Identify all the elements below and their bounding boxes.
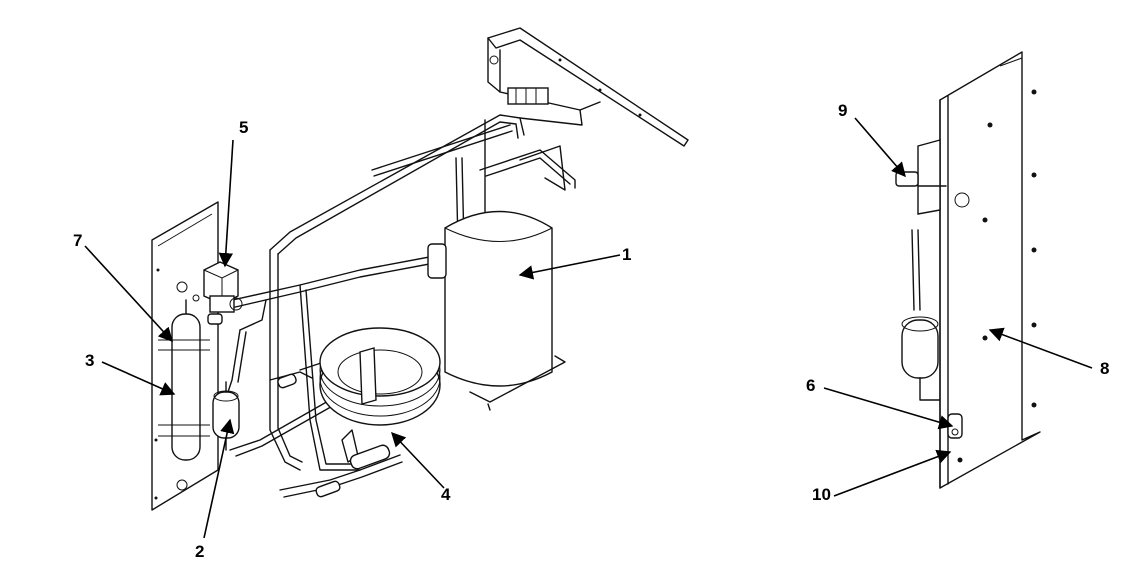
callout-9: 9: [838, 101, 847, 120]
callout-8: 8: [1100, 359, 1109, 378]
leader-9: [854, 117, 906, 178]
leader-10: [833, 449, 952, 497]
callout-6: 6: [806, 376, 815, 395]
compressor: [427, 210, 566, 411]
leader-2: [203, 418, 235, 539]
leader-5: [218, 139, 234, 268]
callout-labels: 1 2 3 4 5 6 7 8 9 10: [73, 101, 1109, 561]
leader-7: [84, 245, 173, 343]
leader-8: [988, 327, 1093, 369]
solenoid-valve: [203, 261, 243, 313]
callout-4: 4: [441, 485, 451, 504]
callout-leaders: [84, 117, 1093, 539]
leader-1: [518, 254, 621, 280]
right-assembly: [895, 51, 1041, 489]
callout-5: 5: [239, 118, 248, 137]
callout-2: 2: [195, 542, 204, 561]
leader-6: [823, 387, 954, 430]
mounting-bracket: [487, 27, 689, 147]
side-panel: [151, 201, 219, 511]
left-assembly: [151, 27, 689, 511]
receiver-tank: [158, 299, 210, 461]
coil-condenser: [319, 327, 441, 470]
callout-1: 1: [622, 245, 631, 264]
callout-10: 10: [812, 485, 831, 504]
leader-4: [391, 431, 445, 489]
leader-3: [101, 361, 176, 396]
fittings: [207, 313, 341, 498]
callout-7: 7: [73, 231, 82, 250]
callout-3: 3: [85, 351, 94, 370]
